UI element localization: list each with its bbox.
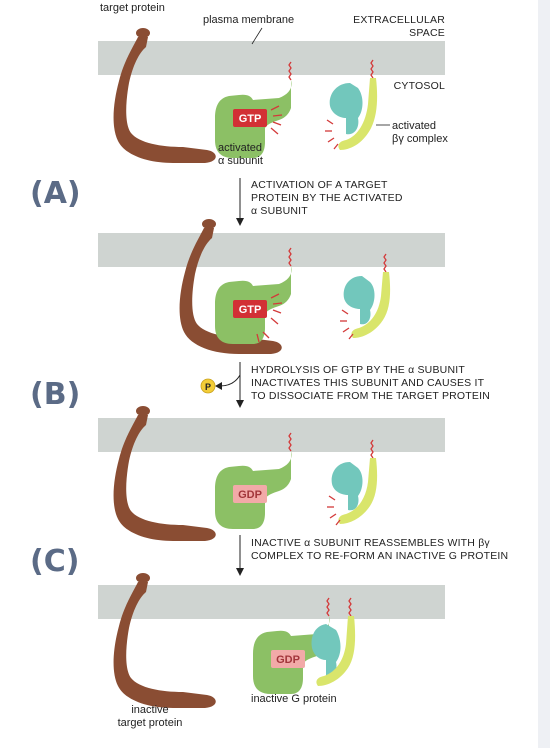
- step-c-line-1: INACTIVE α SUBUNIT REASSEMBLES WITH βγ: [251, 537, 490, 549]
- beta-gamma-complex-3: [327, 439, 378, 526]
- gdp-label-2: GDP: [276, 654, 300, 666]
- cytosol-label: CYTOSOL: [394, 80, 445, 92]
- step-b-line-2: INACTIVATES THIS SUBUNIT AND CAUSES IT: [251, 377, 485, 389]
- target-protein-label: target protein: [100, 2, 165, 14]
- phosphate-label: P: [205, 382, 211, 392]
- gtp-badge-2: [233, 300, 267, 318]
- plasma-membrane: [98, 41, 445, 75]
- gtp-label-2: GTP: [239, 304, 262, 316]
- activated-alpha-label-1: activated: [218, 142, 262, 154]
- extracellular-label-2: SPACE: [409, 27, 445, 39]
- inactive-target-label-1: inactive: [131, 704, 168, 716]
- plasma-membrane-pointer: [251, 27, 263, 45]
- page-edge: [538, 0, 550, 748]
- extracellular-label-1: EXTRACELLULAR: [353, 14, 445, 26]
- gdp-badge-2: [271, 650, 305, 668]
- step-b-line-3: TO DISSOCIATE FROM THE TARGET PROTEIN: [251, 390, 490, 402]
- inactive-target-label-2: target protein: [118, 717, 183, 729]
- step-a-line-2: PROTEIN BY THE ACTIVATED: [251, 192, 403, 204]
- step-b-line-1: HYDROLYSIS OF GTP BY THE α SUBUNIT: [251, 364, 465, 376]
- alpha-subunit-3: GDP: [215, 432, 292, 529]
- step-c-line-2: COMPLEX TO RE-FORM AN INACTIVE G PROTEIN: [251, 550, 508, 562]
- phosphate-icon: [200, 378, 216, 394]
- activated-alpha-label-2: α subunit: [218, 155, 263, 167]
- inactive-g-protein: GDP: [253, 597, 356, 694]
- inactive-g-protein-label: inactive G protein: [251, 693, 337, 705]
- activated-bg-label-2: βγ complex: [392, 133, 448, 145]
- plasma-membrane-4: [98, 585, 445, 619]
- gdp-badge: [233, 485, 267, 503]
- phosphate-release-arrow: [219, 374, 241, 387]
- step-b-letter: (B): [30, 377, 80, 412]
- step-a-letter: (A): [30, 176, 81, 211]
- alpha-subunit: GTP: [215, 61, 292, 158]
- beta-gamma-complex-2: [340, 253, 391, 340]
- beta-gamma-complex: [325, 59, 378, 150]
- plasma-membrane-3: [98, 418, 445, 452]
- plasma-membrane-2: [98, 233, 445, 267]
- step-a-line-1: ACTIVATION OF A TARGET: [251, 179, 388, 191]
- alpha-subunit-2: GTP: [215, 247, 292, 344]
- step-a-line-3: α SUBUNIT: [251, 205, 308, 217]
- step-c-letter: (C): [30, 544, 79, 579]
- plasma-membrane-label: plasma membrane: [203, 14, 294, 26]
- gtp-badge: [233, 109, 267, 127]
- gtp-label: GTP: [239, 113, 262, 125]
- gdp-label: GDP: [238, 489, 262, 501]
- activated-bg-label-1: activated: [392, 120, 436, 132]
